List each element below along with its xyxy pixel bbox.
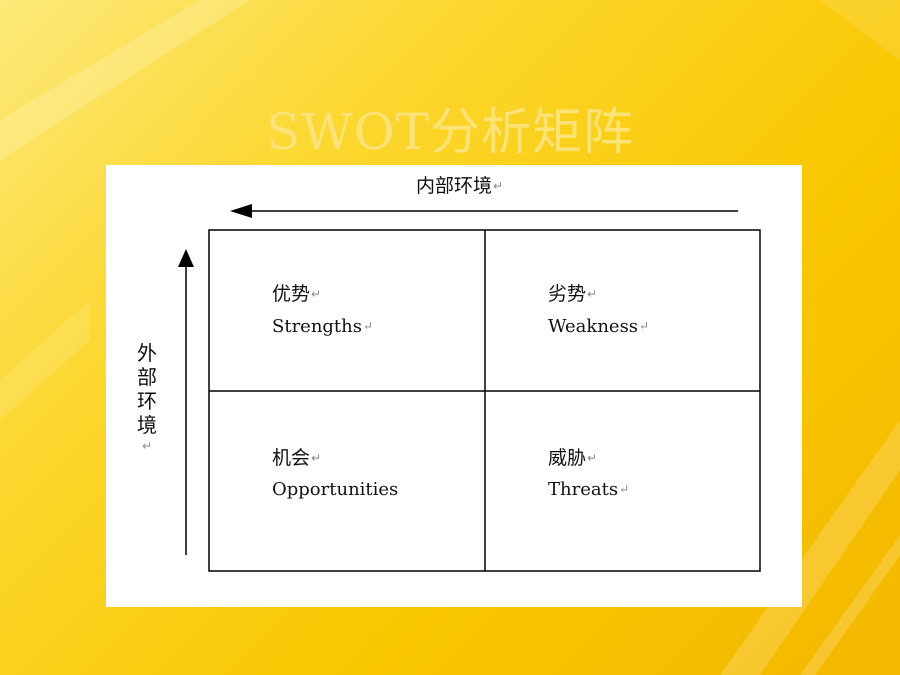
external-arrow-head [178, 249, 194, 267]
quadrant-weakness-cn: 劣势↵ [548, 283, 598, 305]
internal-arrow-head [230, 204, 252, 218]
return-mark: ↵ [587, 451, 598, 465]
return-mark: ↵ [619, 482, 630, 496]
quadrant-strengths-cn: 优势↵ [272, 283, 322, 305]
return-mark: ↵ [363, 319, 374, 333]
quadrant-opportunities-cn: 机会↵ [272, 447, 322, 469]
quadrant-opportunities-en: Opportunities [272, 479, 399, 500]
side-return-mark: ↵ [142, 439, 153, 453]
return-mark: ↵ [639, 319, 650, 333]
slide-title: SWOT分析矩阵 [266, 103, 634, 161]
quadrant-threats-cn: 威胁↵ [548, 447, 598, 469]
external-environment-label: 外部环境 [137, 341, 157, 437]
swot-diagram-panel: 内部环境↵ 外部环境 ↵ 优势↵ Strengths↵ 劣势↵ Weakness… [106, 165, 802, 607]
internal-environment-label: 内部环境↵ [416, 175, 504, 197]
return-mark: ↵ [311, 451, 322, 465]
return-mark: ↵ [587, 287, 598, 301]
quadrant-weakness-en: Weakness↵ [548, 316, 650, 337]
quadrant-threats-en: Threats↵ [548, 479, 630, 500]
return-mark: ↵ [493, 179, 504, 193]
return-mark: ↵ [311, 287, 322, 301]
quadrant-strengths-en: Strengths↵ [272, 316, 374, 337]
swot-diagram [178, 204, 761, 572]
